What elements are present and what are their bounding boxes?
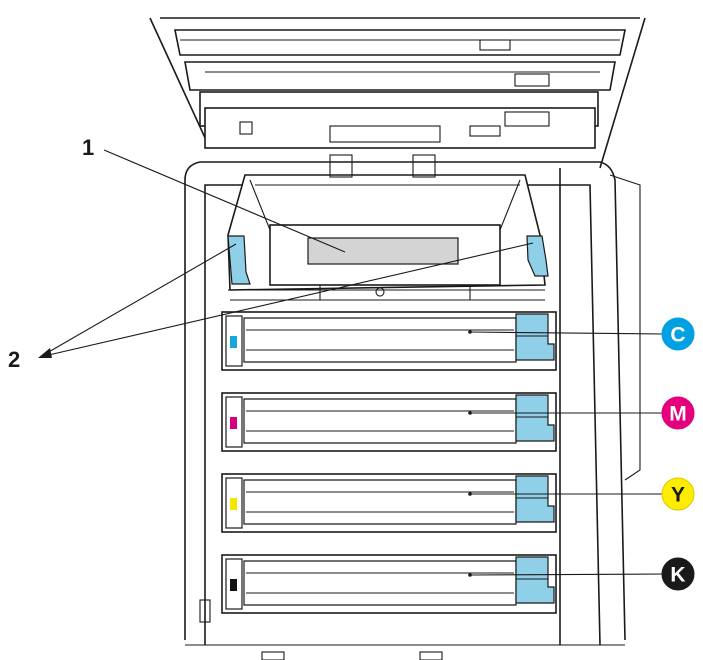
belt-housing <box>227 154 546 301</box>
cartridge-housing <box>221 554 557 614</box>
cartridge-housing <box>221 392 557 452</box>
drum-body <box>243 560 517 606</box>
badge-letter: K <box>670 564 685 587</box>
badge-k: K <box>661 557 695 591</box>
colour-marker <box>230 336 237 348</box>
badge-circle <box>661 396 695 430</box>
cartridge-housing <box>221 311 557 371</box>
colour-marker <box>230 498 237 510</box>
cartridge-y[interactable] <box>221 473 557 533</box>
cartridge-c[interactable] <box>221 311 557 371</box>
leader-dot <box>468 492 472 496</box>
badge-circle <box>661 477 695 511</box>
drum-body <box>243 479 517 525</box>
badge-circle <box>661 317 695 351</box>
cartridge-m[interactable] <box>221 392 557 452</box>
cartridge-handle[interactable] <box>515 475 555 523</box>
transfer-belt-window <box>307 237 459 265</box>
badge-y: Y <box>661 477 695 511</box>
colour-marker <box>230 579 237 591</box>
colour-marker <box>230 417 237 429</box>
badge-letter: C <box>670 324 685 347</box>
drum-body <box>243 317 517 363</box>
cartridge-c-leader <box>469 331 665 335</box>
callout-2-leader-left <box>39 243 237 358</box>
colour-badges: C M Y K <box>661 317 695 591</box>
cartridge-k-leader <box>469 573 665 576</box>
cartridge-housing <box>221 473 557 533</box>
cartridge-handle[interactable] <box>515 556 555 604</box>
top-cover <box>149 17 646 169</box>
callout-1-leader <box>103 149 346 253</box>
callout-2-arrowhead <box>38 348 52 358</box>
callout-1-label: 1 <box>82 135 94 160</box>
callout-2-label: 2 <box>8 347 20 372</box>
drum-body <box>243 398 517 444</box>
cartridge-stack <box>221 311 665 614</box>
left-locking-latch[interactable] <box>227 235 251 285</box>
badge-letter: Y <box>671 484 685 507</box>
leader-dot <box>468 330 472 334</box>
cartridge-handle[interactable] <box>515 394 555 442</box>
badge-m: M <box>661 396 695 430</box>
badge-letter: M <box>669 403 687 426</box>
badge-c: C <box>661 317 695 351</box>
right-locking-latch[interactable] <box>526 235 549 277</box>
leader-dot <box>468 573 472 577</box>
cartridge-k[interactable] <box>221 554 557 614</box>
callout-2-leader-right <box>39 242 534 358</box>
badge-circle <box>661 557 695 591</box>
leader-dot <box>468 411 472 415</box>
cartridge-handle[interactable] <box>515 313 555 361</box>
